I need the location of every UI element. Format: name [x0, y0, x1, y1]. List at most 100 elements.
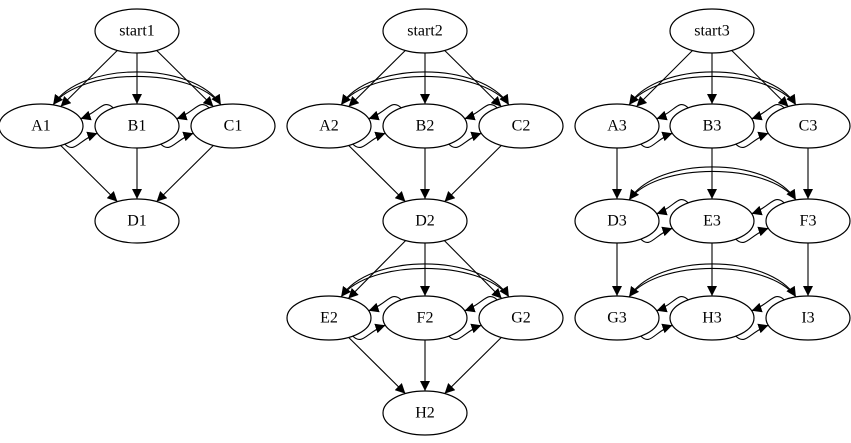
edge-start3-to-a3 [636, 50, 693, 107]
node-ellipse [94, 8, 180, 54]
node-ellipse [286, 295, 372, 341]
node-ellipse [669, 103, 755, 149]
node-ellipse [94, 103, 180, 149]
node-ellipse [574, 103, 660, 149]
node-label: B1 [128, 118, 147, 135]
edge-i3-to-g3 [628, 267, 797, 298]
node-e3: E3 [669, 198, 755, 244]
edge-start2-to-c2 [444, 50, 502, 107]
edge-c2-to-b2 [464, 103, 498, 121]
node-a1: A1 [0, 103, 84, 149]
node-a3: A3 [574, 103, 660, 149]
node-label: B2 [416, 118, 435, 135]
edge-e3-to-f3 [735, 226, 769, 244]
edge-c2-to-a2 [340, 75, 510, 106]
edge-c1-to-d1 [156, 145, 214, 202]
node-e2: E2 [286, 295, 372, 341]
edge-b3-to-a3 [656, 103, 689, 121]
edge-a1-to-d1 [60, 145, 118, 202]
edge-b1-to-a1 [80, 103, 114, 121]
edge-start2-to-a2 [348, 50, 406, 107]
edge-c3-to-b3 [751, 103, 785, 121]
node-label: C2 [512, 118, 531, 135]
node-b1: B1 [94, 103, 180, 149]
edge-h3-to-g3 [656, 295, 689, 313]
edge-start1-to-a1 [60, 50, 118, 107]
node-ellipse [0, 103, 84, 149]
node-h3: H3 [669, 295, 755, 341]
edge-g2-to-h2 [444, 337, 502, 394]
node-label: H2 [415, 405, 435, 422]
edge-c1-to-a1 [52, 75, 222, 106]
node-label: H3 [702, 310, 722, 327]
node-c1: C1 [190, 103, 276, 149]
node-label: A2 [319, 118, 339, 135]
edge-h3-to-i3 [735, 323, 769, 341]
edge-a1-to-b1 [64, 131, 98, 149]
node-ellipse [382, 103, 468, 149]
node-label: B3 [703, 118, 722, 135]
node-start3: start3 [669, 8, 755, 54]
node-label: start2 [407, 23, 443, 40]
node-f2: F2 [382, 295, 468, 341]
edge-b1-to-c1 [160, 131, 194, 149]
node-ellipse [190, 103, 276, 149]
node-ellipse [382, 295, 468, 341]
node-b3: B3 [669, 103, 755, 149]
node-ellipse [669, 198, 755, 244]
edge-a3-to-b3 [640, 131, 673, 149]
node-label: start3 [694, 23, 730, 40]
node-ellipse [478, 295, 564, 341]
edge-d3-to-e3 [640, 226, 673, 244]
node-ellipse [765, 103, 851, 149]
node-label: C3 [799, 118, 818, 135]
edges-layer [52, 50, 813, 394]
node-ellipse [669, 295, 755, 341]
node-label: G2 [511, 310, 531, 327]
edge-b2-to-c2 [448, 131, 482, 149]
edge-b2-to-a2 [368, 103, 402, 121]
edge-a3-to-c3 [628, 71, 797, 106]
edge-start1-to-c1 [156, 50, 214, 107]
node-ellipse [765, 295, 851, 341]
node-g2: G2 [478, 295, 564, 341]
node-ellipse [574, 198, 660, 244]
node-label: I3 [801, 310, 814, 327]
edge-f2-to-g2 [448, 323, 482, 341]
edge-f3-to-e3 [751, 198, 785, 216]
node-label: G3 [607, 310, 627, 327]
edge-i3-to-h3 [751, 295, 785, 313]
edge-d2-to-g2 [443, 240, 503, 299]
edge-b3-to-c3 [735, 131, 769, 149]
node-d2: D2 [382, 198, 468, 244]
edge-g3-to-h3 [640, 323, 673, 341]
node-label: D3 [607, 213, 627, 230]
node-label: E2 [320, 310, 338, 327]
edge-c3-to-a3 [628, 75, 797, 106]
node-d3: D3 [574, 198, 660, 244]
node-ellipse [94, 198, 180, 244]
edge-a2-to-d2 [348, 145, 406, 202]
node-label: start1 [119, 23, 155, 40]
edge-c1-to-b1 [176, 103, 210, 121]
node-ellipse [382, 198, 468, 244]
node-start2: start2 [382, 8, 468, 54]
edge-d3-to-f3 [628, 166, 797, 201]
node-d1: D1 [94, 198, 180, 244]
edge-a1-to-c1 [52, 71, 222, 106]
edge-e2-to-g2 [340, 263, 510, 298]
node-c3: C3 [765, 103, 851, 149]
node-g3: G3 [574, 295, 660, 341]
node-label: C1 [224, 118, 243, 135]
edge-e2-to-f2 [352, 323, 386, 341]
node-ellipse [669, 8, 755, 54]
edge-f2-to-e2 [368, 295, 402, 313]
node-b2: B2 [382, 103, 468, 149]
edge-g2-to-e2 [340, 267, 510, 298]
node-label: F2 [417, 310, 434, 327]
node-label: D2 [415, 213, 435, 230]
node-label: D1 [127, 213, 147, 230]
node-h2: H2 [382, 390, 468, 436]
node-ellipse [286, 103, 372, 149]
